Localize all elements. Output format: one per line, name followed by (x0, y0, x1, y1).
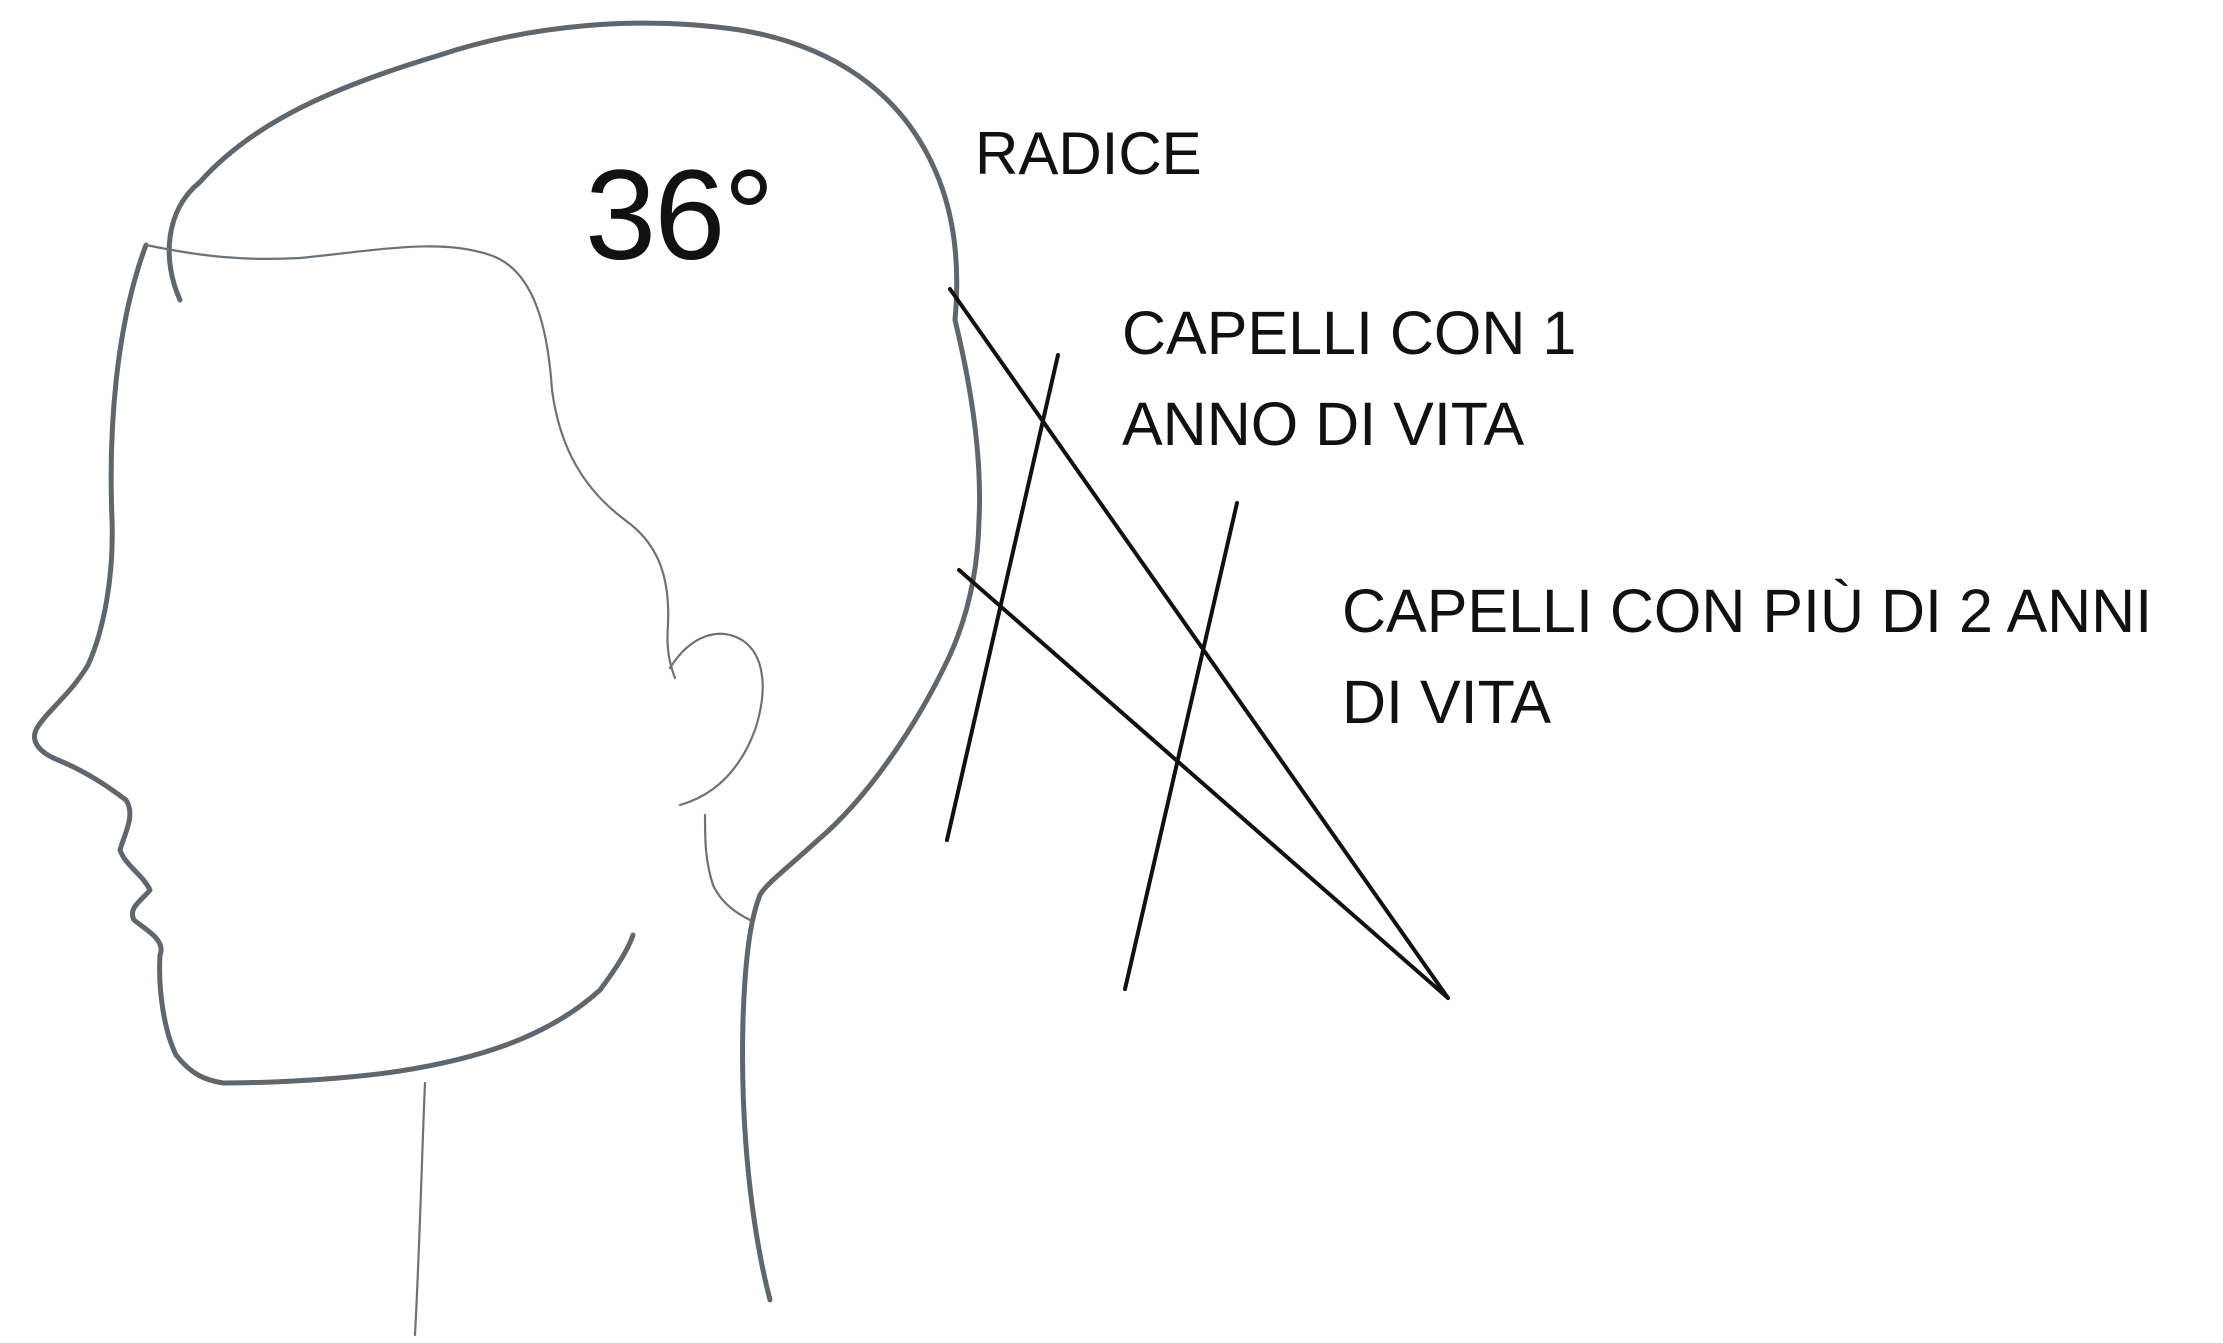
head-outline (166, 20, 983, 898)
head-profile-illustration (32, 20, 983, 1337)
root-label: RADICE (975, 120, 1202, 187)
neck-detail-outline (703, 813, 752, 922)
hairline-outline (144, 243, 677, 680)
root-to-tip-line-lower (957, 568, 1450, 1000)
one-year-hair-label: CAPELLI CON 1 ANNO DI VITA (1122, 299, 1577, 458)
one-year-growth-line (945, 353, 1060, 842)
two-years-growth-line (1123, 501, 1239, 991)
ear-outline (668, 632, 764, 807)
two-years-hair-label: CAPELLI CON PIÙ DI 2 ANNI DI VITA (1342, 577, 2153, 736)
face-profile-outline (32, 242, 636, 1086)
front-neck-outline (413, 1081, 427, 1337)
back-neck-outline (740, 892, 773, 1303)
hair-lines (945, 287, 1450, 1000)
root-to-tip-line-upper (948, 287, 1450, 1000)
angle-label: 36° (585, 144, 775, 287)
